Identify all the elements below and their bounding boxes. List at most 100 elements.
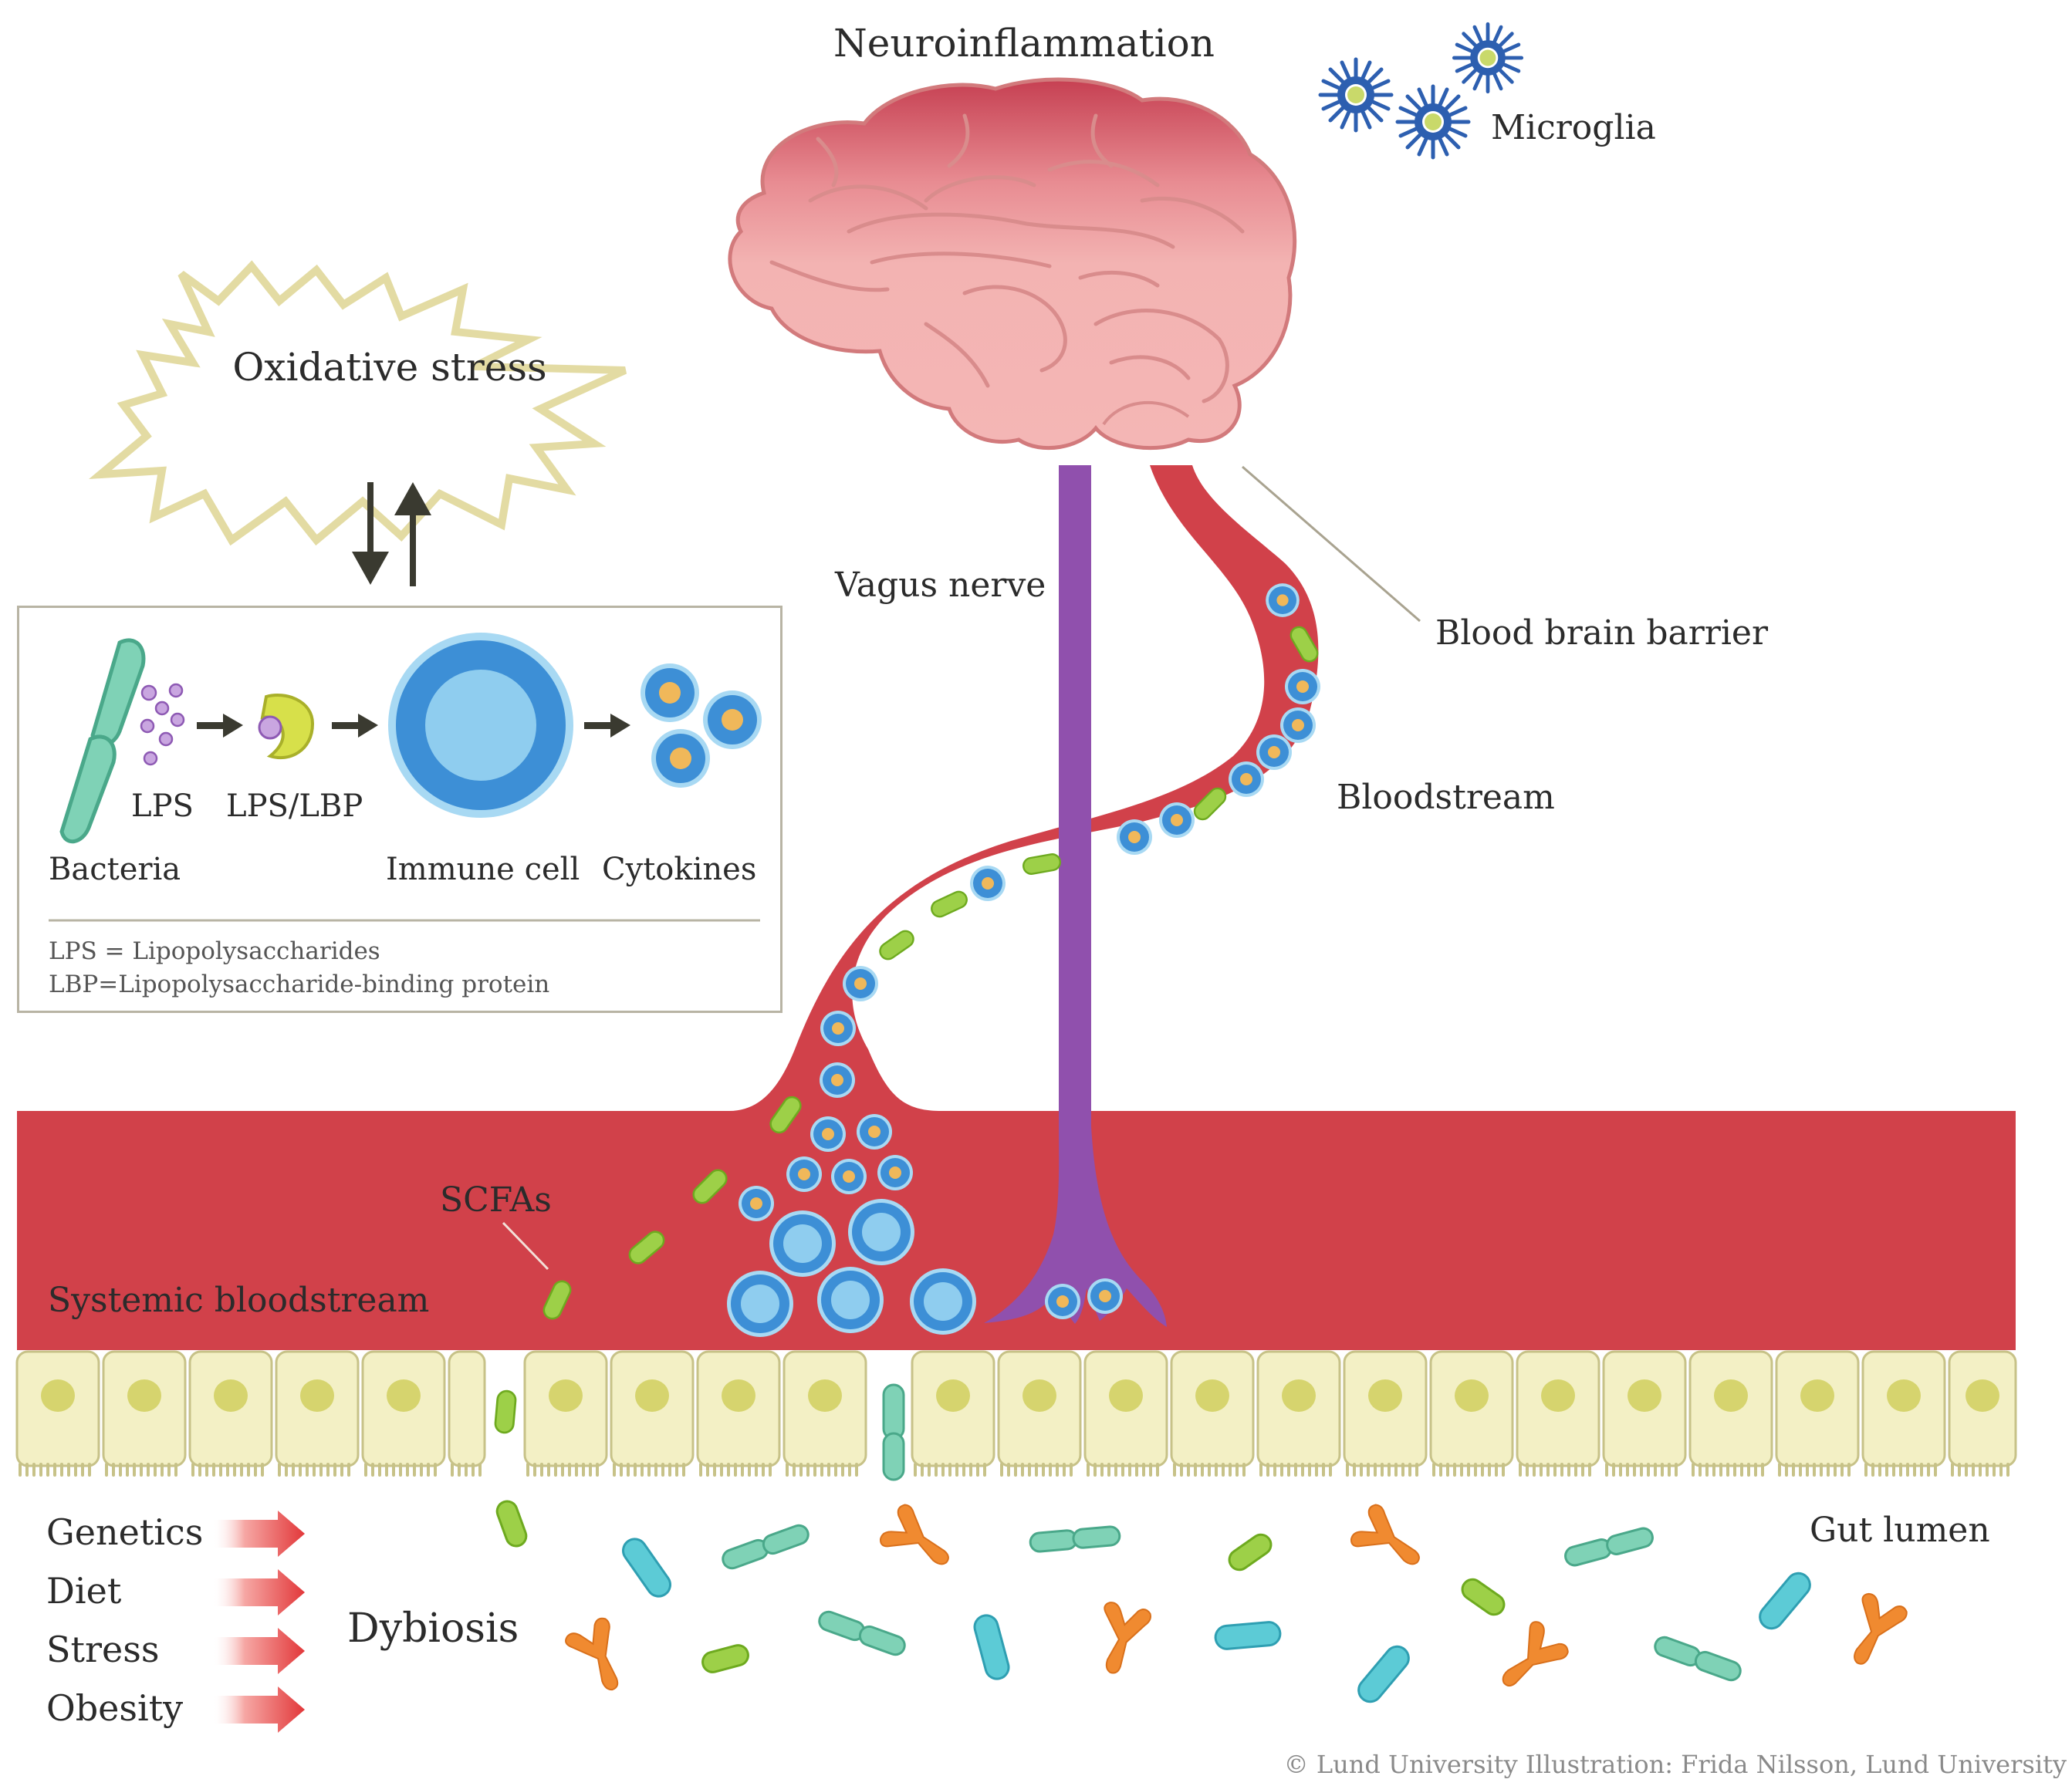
cell-nucleus: [1541, 1379, 1575, 1412]
lps-icon: [140, 683, 185, 766]
gut-microbiota: [493, 1497, 1910, 1708]
green-bacterium: [1457, 1574, 1509, 1620]
legend-arrows: [197, 714, 630, 738]
scfa-particle: [1021, 852, 1063, 876]
scfa-particle: [493, 1389, 518, 1435]
epithelial-cell: [1688, 1350, 1773, 1477]
epithelial-cell: [610, 1350, 695, 1477]
factor-genetics: Genetics: [46, 1511, 203, 1553]
cell-nucleus: [214, 1379, 248, 1412]
epithelial-cell: [188, 1350, 273, 1477]
scfas-label: SCFAs: [440, 1180, 552, 1220]
cytokine: [1266, 583, 1300, 617]
vagus-nerve-label: Vagus nerve: [834, 566, 1046, 605]
cyan-bacterium: [1754, 1567, 1816, 1635]
immune-cell-icon: [388, 633, 573, 818]
cytokine: [1229, 761, 1264, 797]
cell-nucleus: [300, 1379, 334, 1412]
cytokine: [1256, 734, 1292, 770]
oxidative-stress-label: Oxidative stress: [232, 345, 546, 390]
cyan-bacterium: [617, 1533, 676, 1602]
epithelial-cell: [1775, 1350, 1860, 1477]
blood-brain-barrier-label: Blood brain barrier: [1435, 613, 1769, 653]
epithelial-cell: [1602, 1350, 1687, 1477]
scfa-particle: [928, 888, 971, 920]
bacteria-icon: [59, 638, 146, 844]
lps-pathway-legend: LPS LPS/LBP Bacteria Immune cell Cytokin…: [17, 606, 782, 1013]
cytokine: [1280, 707, 1316, 743]
factor-diet: Diet: [46, 1570, 122, 1612]
epithelial-cell: [997, 1350, 1082, 1477]
cell-nucleus: [1109, 1379, 1143, 1412]
cell-nucleus: [41, 1379, 75, 1412]
legend-lps-definition: LPS = Lipopolysaccharides: [49, 937, 380, 965]
microglia-label: Microglia: [1491, 108, 1656, 147]
cell-nucleus: [1368, 1379, 1402, 1412]
microglia-cell: [1398, 86, 1469, 157]
cell-nucleus: [1022, 1379, 1056, 1412]
cytokine: [1285, 669, 1320, 704]
cytokine: [739, 1186, 774, 1221]
orange-bacterium: [1347, 1501, 1434, 1578]
cyan-bacterium: [1213, 1619, 1283, 1652]
blood-vessel: [729, 465, 1319, 1111]
cytokine: [1159, 802, 1195, 838]
cyan-bacterium: [1353, 1640, 1415, 1708]
orange-bacterium: [1840, 1591, 1910, 1674]
cell-nucleus: [1887, 1379, 1921, 1412]
cytokine: [1045, 1284, 1080, 1319]
epithelial-cell: [1948, 1350, 2017, 1477]
epithelial-cell: [1170, 1350, 1255, 1477]
scfa-particle: [876, 927, 918, 964]
neuroinflammation-label: Neuroinflammation: [833, 21, 1215, 66]
bbb-pointer-line: [1242, 465, 1421, 623]
orange-bacterium: [1489, 1618, 1573, 1703]
bacteria-crossing: [882, 1383, 905, 1481]
cytokine: [843, 966, 878, 1001]
cell-nucleus: [549, 1379, 583, 1412]
cell-nucleus: [1714, 1379, 1748, 1412]
arrow-genetics: [212, 1511, 305, 1557]
legend-bacteria-label: Bacteria: [49, 852, 181, 887]
epithelial-cell: [523, 1350, 608, 1477]
factor-stress: Stress: [46, 1629, 159, 1670]
arrow-obesity: [212, 1686, 305, 1733]
cytokine: [1087, 1278, 1123, 1314]
bidirectional-arrows: [352, 482, 431, 586]
cytokine: [831, 1159, 867, 1194]
cell-nucleus: [127, 1379, 161, 1412]
dysbiosis-label: Dybiosis: [347, 1605, 519, 1652]
cell-nucleus: [808, 1379, 842, 1412]
epithelial-cell: [275, 1350, 360, 1477]
cell-nucleus: [1195, 1379, 1229, 1412]
teal-bacterium: [1562, 1524, 1656, 1569]
lps-lbp-icon: [258, 694, 315, 760]
epithelial-cell: [1256, 1350, 1341, 1477]
epithelial-cell: [15, 1350, 100, 1477]
green-bacterium: [699, 1642, 752, 1676]
teal-bacterium: [718, 1521, 813, 1572]
cytokine: [820, 1011, 856, 1046]
epithelial-cell: [696, 1350, 781, 1477]
epithelial-cell: [1429, 1350, 1514, 1477]
epithelial-cell: [1516, 1350, 1600, 1477]
epithelial-cell: [102, 1350, 187, 1477]
cytokine: [877, 1155, 913, 1190]
oxidative-stress-burst: [89, 260, 627, 546]
cytokine: [820, 1062, 855, 1098]
epithelial-cell: [911, 1350, 995, 1477]
immune-cell: [769, 1210, 836, 1277]
epithelial-cell: [448, 1350, 486, 1477]
microglia-cell: [1454, 24, 1521, 91]
legend-lbp-definition: LBP=Lipopolysaccharide-binding protein: [49, 971, 549, 998]
green-bacterium: [1224, 1529, 1276, 1575]
teal-bacterium: [1651, 1633, 1745, 1684]
gut-epithelium: [15, 1350, 2017, 1477]
cell-nucleus: [1628, 1379, 1661, 1412]
immune-cell: [727, 1271, 793, 1337]
epithelial-cell: [782, 1350, 867, 1477]
cytokine: [786, 1156, 822, 1192]
arrow-diet: [212, 1569, 305, 1616]
cytokine: [1117, 819, 1152, 855]
